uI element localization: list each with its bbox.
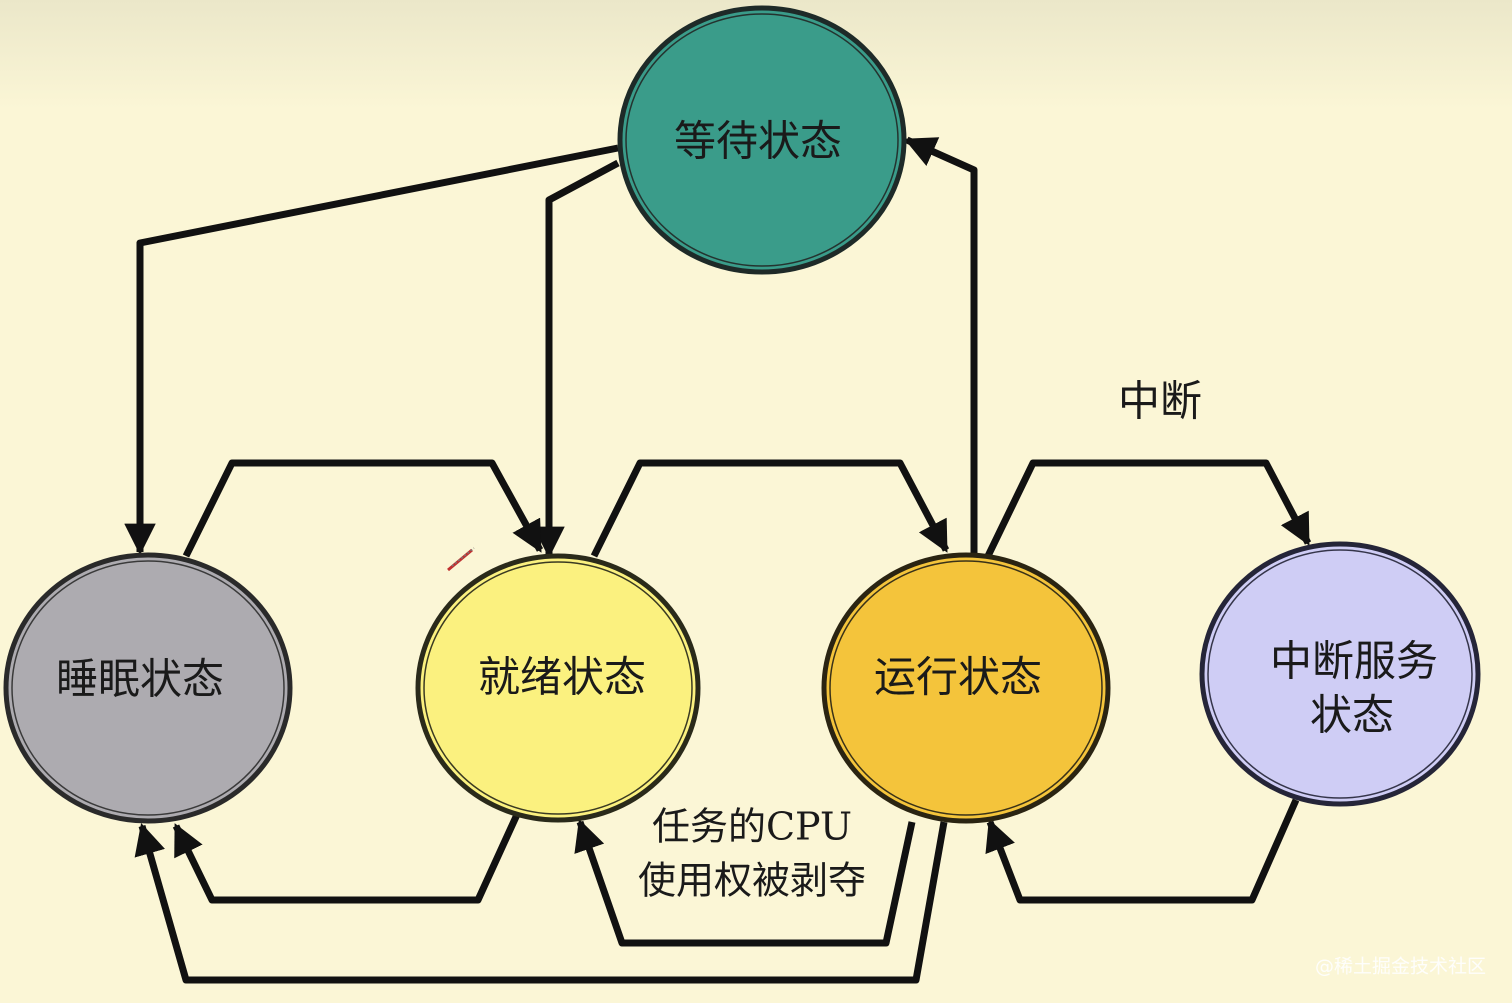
edge-waiting-to-sleeping bbox=[124, 144, 619, 556]
node-sleeping-label: 睡眠状态 bbox=[56, 655, 224, 704]
edge-label-interrupt: 中断 bbox=[1118, 377, 1202, 426]
node-interrupt-service: 中断服务 状态 bbox=[1199, 541, 1481, 807]
node-sleeping: 睡眠状态 bbox=[3, 552, 293, 824]
edge-ready-to-running bbox=[590, 459, 950, 558]
edge-ready-to-sleeping bbox=[172, 806, 524, 904]
edges bbox=[124, 136, 1312, 984]
node-interrupt-outline bbox=[1207, 549, 1473, 799]
node-waiting-shape bbox=[617, 5, 907, 275]
edge-sleeping-to-ready bbox=[182, 459, 544, 558]
node-running-label: 运行状态 bbox=[874, 653, 1042, 702]
node-running: 运行状态 bbox=[821, 552, 1111, 824]
edge-running-to-sleeping bbox=[134, 821, 948, 984]
node-running-shape bbox=[821, 552, 1111, 824]
edge-running-to-interrupt bbox=[984, 459, 1312, 558]
edge-label-preempt-line2: 使用权被剥夺 bbox=[638, 859, 866, 903]
node-interrupt-shape bbox=[1199, 541, 1481, 807]
node-interrupt-label-line2: 状态 bbox=[1310, 691, 1394, 740]
edge-running-to-ready bbox=[574, 819, 916, 947]
node-ready-outline bbox=[423, 561, 693, 815]
edge-running-to-waiting bbox=[904, 136, 978, 560]
node-waiting-label: 等待状态 bbox=[674, 117, 842, 166]
watermark: @稀土掘金技术社区 bbox=[1315, 956, 1486, 978]
node-ready: 就绪状态 bbox=[415, 553, 701, 823]
node-ready-shape bbox=[415, 553, 701, 823]
node-running-outline bbox=[829, 560, 1103, 816]
node-ready-label: 就绪状态 bbox=[478, 653, 646, 702]
node-sleeping-outline bbox=[11, 560, 285, 816]
node-waiting: 等待状态 bbox=[617, 5, 907, 275]
node-sleeping-shape bbox=[3, 552, 293, 824]
pen-cursor-icon bbox=[447, 547, 475, 572]
node-interrupt-label-line1: 中断服务 bbox=[1270, 637, 1438, 686]
edge-label-preempt-line1: 任务的CPU bbox=[652, 805, 852, 849]
edge-waiting-to-ready bbox=[533, 159, 620, 559]
edge-interrupt-to-running bbox=[985, 798, 1300, 904]
node-waiting-outline bbox=[625, 13, 899, 267]
